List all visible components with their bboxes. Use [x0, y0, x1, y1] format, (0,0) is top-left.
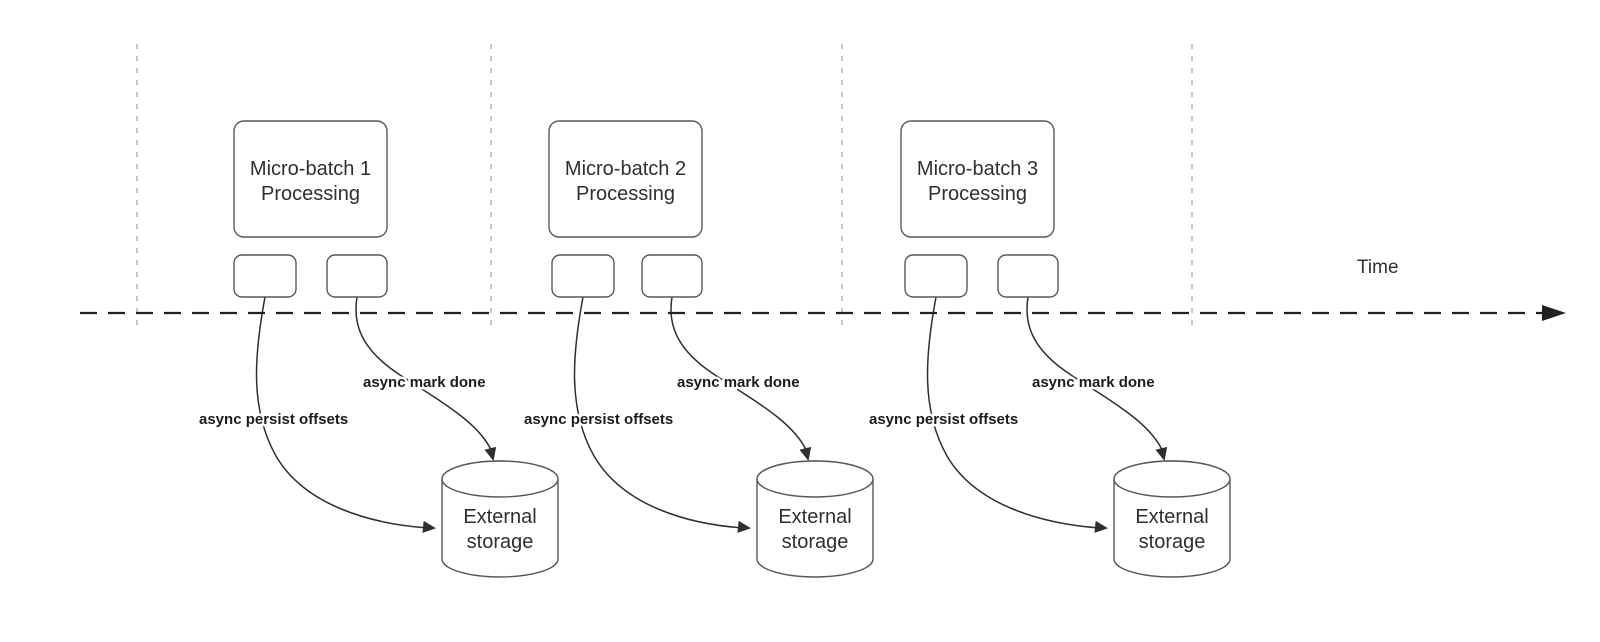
async-persist-offsets-arrowhead-icon — [1094, 520, 1108, 533]
tick-box-persist[interactable] — [551, 254, 615, 298]
async-persist-offsets-label-halo: async persist offsets — [524, 411, 673, 428]
async-persist-offsets-curve — [573, 296, 744, 529]
async-mark-done-curve — [1026, 296, 1164, 453]
external-storage-label-line1: External — [778, 506, 851, 528]
async-mark-done-arrowhead-icon — [799, 446, 812, 461]
async-persist-offsets-label: async persist offsets — [869, 411, 1018, 428]
tick-box-persist[interactable] — [904, 254, 968, 298]
external-storage-label-line1: External — [1135, 506, 1208, 528]
tick-box-markdone[interactable] — [997, 254, 1059, 298]
micro-batch-box[interactable] — [233, 120, 388, 238]
async-mark-done-arrowhead-icon — [1155, 446, 1168, 461]
async-persist-offsets-label: async persist offsets — [524, 411, 673, 428]
async-persist-offsets-label-halo: async persist offsets — [869, 411, 1018, 428]
async-persist-offsets-curve — [255, 296, 429, 529]
async-mark-done-label-halo: async mark done — [677, 374, 800, 391]
async-mark-done-curve — [670, 296, 808, 453]
async-mark-done-label-halo: async mark done — [1032, 374, 1155, 391]
edge-labels: async persist offsets async persist offse… — [197, 372, 1158, 431]
external-storage-cylinder-top — [441, 460, 559, 498]
micro-batch-box-label-line2: Processing — [928, 183, 1027, 205]
async-mark-done-label: async mark done — [1032, 374, 1155, 391]
async-persist-offsets-label-halo: async persist offsets — [199, 411, 348, 428]
tick-box-persist[interactable] — [233, 254, 297, 298]
timeline-arrowhead-icon — [1542, 305, 1566, 321]
async-persist-offsets-arrowhead-icon — [737, 520, 751, 533]
micro-batch-box[interactable] — [900, 120, 1055, 238]
async-mark-done-arrowhead-icon — [484, 446, 497, 461]
external-storage-label-line2: storage — [1139, 531, 1206, 553]
axis-label-group: Time — [1357, 257, 1399, 278]
time-axis-label: Time — [1357, 257, 1399, 278]
micro-batch-box-label-line2: Processing — [261, 183, 360, 205]
async-mark-done-label: async mark done — [677, 374, 800, 391]
async-persist-offsets-label: async persist offsets — [199, 411, 348, 428]
micro-batch-box-label-line1: Micro-batch 3 — [917, 158, 1038, 180]
micro-batch-box-label-line2: Processing — [576, 183, 675, 205]
micro-batch-box-label-line1: Micro-batch 2 — [565, 158, 686, 180]
async-persist-offsets-arrowhead-icon — [422, 520, 436, 533]
micro-batch-box-label-line1: Micro-batch 1 — [250, 158, 371, 180]
async-mark-done-label-halo: async mark done — [363, 374, 486, 391]
async-mark-done-curve — [355, 296, 493, 453]
async-persist-offsets-curve — [926, 296, 1101, 529]
external-storage-label-line2: storage — [467, 531, 534, 553]
async-mark-done-label: async mark done — [363, 374, 486, 391]
tick-box-markdone[interactable] — [326, 254, 388, 298]
external-storage-cylinder-top — [1113, 460, 1231, 498]
external-storage-label-line1: External — [463, 506, 536, 528]
external-storage-cylinder-top — [756, 460, 874, 498]
timeline-axis — [80, 305, 1566, 321]
flow-arrows — [255, 296, 1168, 533]
micro-batch-box[interactable] — [548, 120, 703, 238]
tick-box-markdone[interactable] — [641, 254, 703, 298]
external-storage-label-line2: storage — [782, 531, 849, 553]
